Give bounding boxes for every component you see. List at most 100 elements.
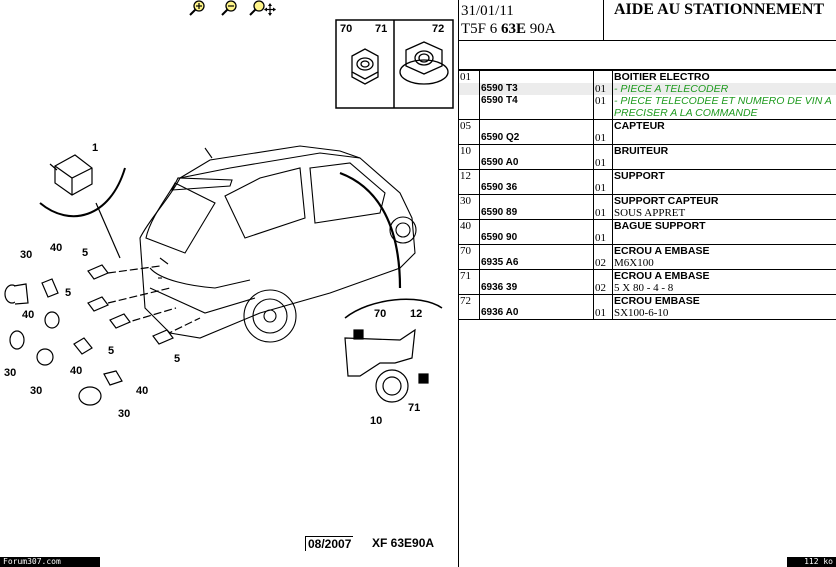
part-reference xyxy=(479,244,594,257)
vehicle-code-prefix: T5F 6 xyxy=(461,21,502,37)
part-designation: - PIECE TELECODEE ET NUMERO DE VIN A PRE… xyxy=(613,95,836,120)
part-note: - PIECE TELECODEE ET NUMERO DE VIN A PRE… xyxy=(614,95,832,119)
part-note: SX100-6-10 xyxy=(614,307,669,319)
callout-40: 40 xyxy=(50,242,62,254)
part-reference: 6935 A6 xyxy=(479,257,594,270)
part-title: BAGUE SUPPORT xyxy=(614,220,706,232)
part-index xyxy=(459,157,480,170)
pane-divider xyxy=(458,0,459,567)
part-quantity: 01 xyxy=(593,83,613,95)
table-row: 10 BRUITEUR xyxy=(459,144,836,157)
part-title: CAPTEUR xyxy=(614,120,665,132)
catalog-date: 31/01/11 xyxy=(461,3,514,19)
part-reference: 6590 T4 xyxy=(479,95,594,120)
part-reference: 6590 36 xyxy=(479,182,594,195)
callout-30: 30 xyxy=(20,249,32,261)
part-designation: BOITIER ELECTRO xyxy=(612,70,836,83)
part-index: 70 xyxy=(459,244,480,257)
part-quantity xyxy=(593,244,613,257)
part-quantity: 01 xyxy=(593,95,613,120)
parts-pane: 31/01/11 T5F 6 63E 90A AIDE AU STATIONNE… xyxy=(459,0,836,567)
part-reference: 6590 Q2 xyxy=(479,132,594,145)
callout-40b: 40 xyxy=(22,309,34,321)
part-index: 10 xyxy=(459,144,480,157)
nut-72-icon xyxy=(399,41,449,85)
part-quantity: 01 xyxy=(593,132,613,145)
part-quantity xyxy=(593,70,613,83)
part-reference xyxy=(479,169,594,182)
part-note: M6X100 xyxy=(614,257,654,269)
callout-1: 1 xyxy=(92,142,98,154)
part-designation: SUPPORT CAPTEUR xyxy=(612,194,836,207)
zoom-out-button[interactable] xyxy=(220,0,240,16)
part-quantity xyxy=(593,119,613,132)
part-designation: SOUS APPRET xyxy=(613,207,836,220)
callout-70: 70 xyxy=(374,308,386,320)
header-info: 31/01/11 T5F 6 63E 90A xyxy=(459,0,604,40)
callout-12: 12 xyxy=(410,308,422,320)
zoom-move-button[interactable] xyxy=(248,0,278,16)
part-title: SUPPORT xyxy=(614,170,665,182)
part-title: BOITIER ELECTRO xyxy=(614,71,710,83)
part-reference: 6590 89 xyxy=(479,207,594,220)
callout-inset-70: 70 xyxy=(340,23,352,35)
nut-inset xyxy=(335,19,454,109)
forum-watermark: Forum307.com xyxy=(0,557,100,567)
callout-labels: 1 40 30 5 5 40 5 30 30 40 40 5 30 70 12 … xyxy=(4,23,444,427)
vehicle-code-group: 63E xyxy=(501,21,527,37)
callout-inset-71: 71 xyxy=(375,23,387,35)
part-quantity: 01 xyxy=(593,307,613,320)
part-note: 5 X 80 - 4 - 8 xyxy=(614,282,674,294)
part-title: ECROU A EMBASE xyxy=(614,270,710,282)
zoom-in-button[interactable] xyxy=(188,0,208,16)
callout-5: 5 xyxy=(82,247,88,259)
part-designation: ECROU A EMBASE xyxy=(612,244,836,257)
exploded-parts-diagram: 1 40 30 5 5 40 5 30 30 40 40 5 30 70 12 … xyxy=(4,19,454,427)
sensor-parts xyxy=(4,264,174,406)
car-drawing xyxy=(139,145,417,343)
part-reference xyxy=(479,70,594,83)
diagram-date-stamp: 08/2007 xyxy=(305,536,354,551)
callout-40d: 40 xyxy=(136,385,148,397)
table-row: 70 ECROU A EMBASE xyxy=(459,244,836,257)
part-quantity xyxy=(593,269,613,282)
part-designation: BAGUE SUPPORT xyxy=(612,219,836,232)
part-quantity xyxy=(593,294,613,307)
part-quantity xyxy=(593,144,613,157)
callout-30c: 30 xyxy=(30,385,42,397)
diagram-reference: XF 63E90A xyxy=(372,536,435,550)
part-index xyxy=(459,307,480,320)
part-reference xyxy=(479,194,594,207)
part-index: 12 xyxy=(459,169,480,182)
part-index: 72 xyxy=(459,294,480,307)
part-index xyxy=(459,182,480,195)
part-note: SOUS APPRET xyxy=(614,207,686,219)
part-reference xyxy=(479,219,594,232)
diagram-pane: 1 40 30 5 5 40 5 30 30 40 40 5 30 70 12 … xyxy=(0,0,454,567)
nut-70-71-icon xyxy=(351,48,379,85)
ecu-box-drawing xyxy=(49,154,93,196)
table-row: 12 SUPPORT xyxy=(459,169,836,182)
part-index xyxy=(459,95,480,120)
part-quantity: 01 xyxy=(593,157,613,170)
callout-30d: 30 xyxy=(118,408,130,420)
part-designation: BRUITEUR xyxy=(612,144,836,157)
callout-5b: 5 xyxy=(65,287,71,299)
part-reference: 6590 T3 xyxy=(479,83,594,95)
callout-5c: 5 xyxy=(108,345,114,357)
part-designation xyxy=(613,232,836,245)
